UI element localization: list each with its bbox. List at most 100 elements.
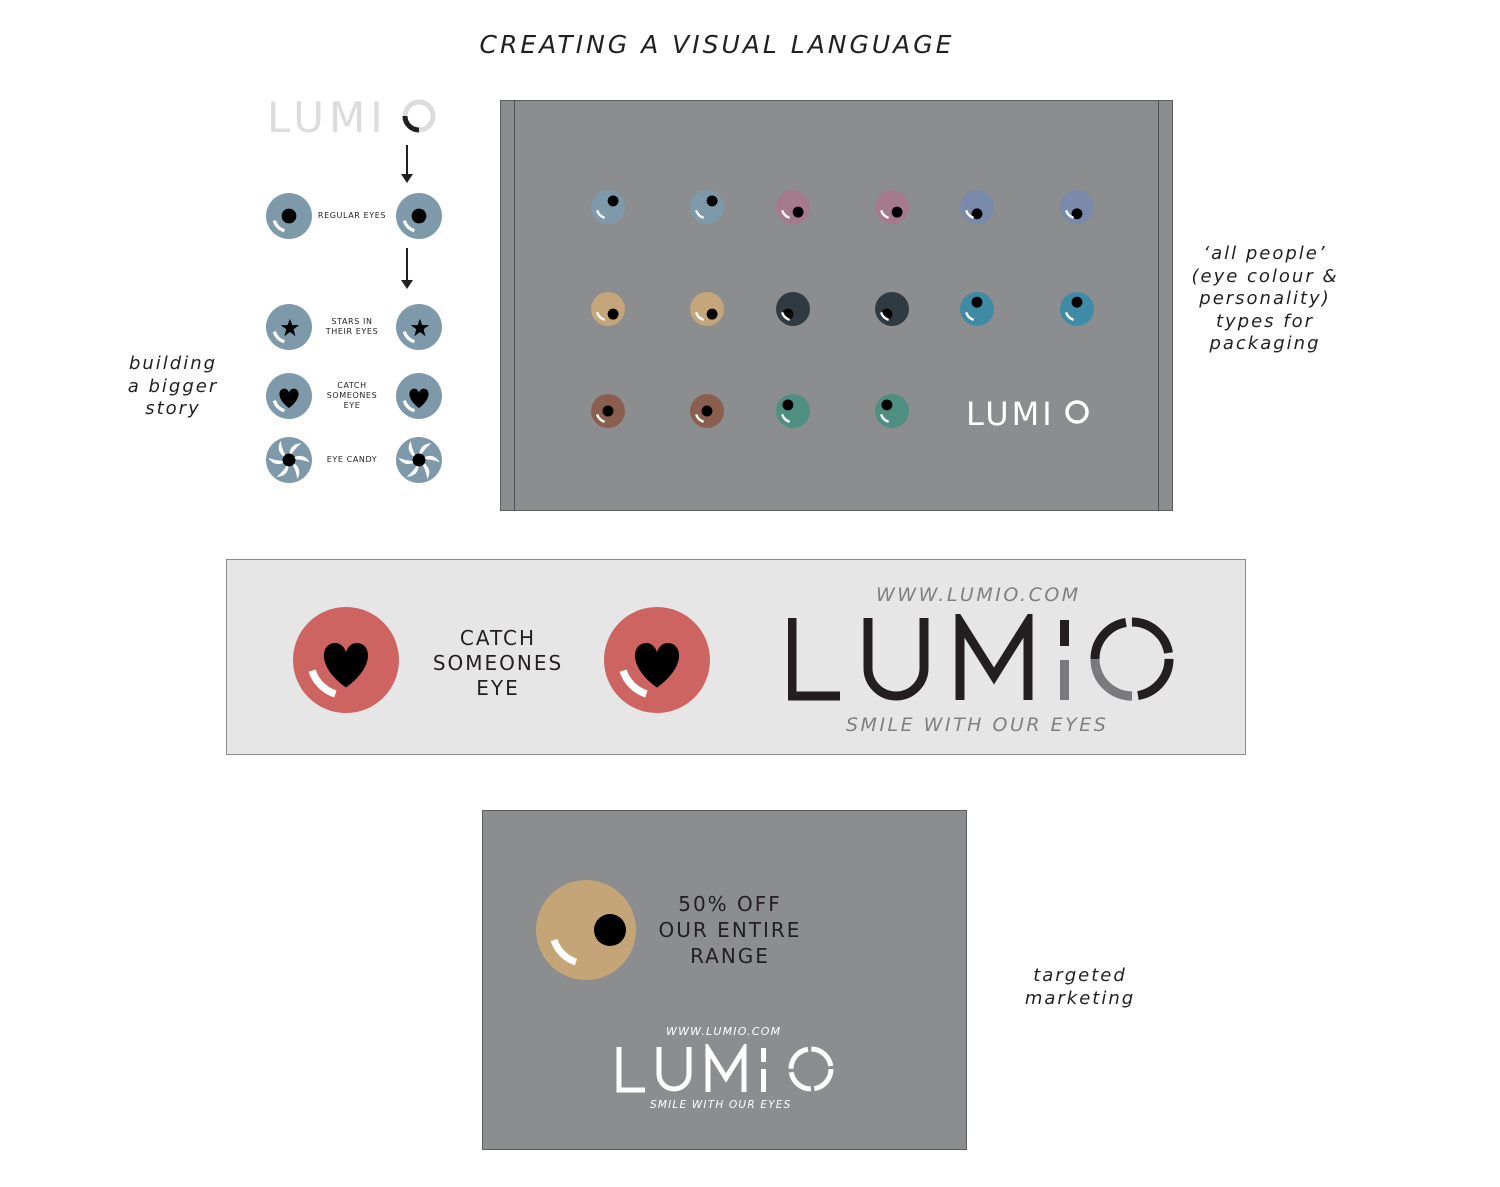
pupil bbox=[891, 206, 903, 218]
swirl-eye-icon bbox=[396, 437, 442, 483]
smile-arc bbox=[694, 209, 705, 220]
pupil bbox=[1071, 208, 1083, 220]
packaging-eye-icon bbox=[1060, 190, 1094, 228]
heart-pupil bbox=[279, 388, 299, 408]
label-line: SOMEONES bbox=[326, 391, 378, 400]
swirl-stripe bbox=[288, 443, 302, 460]
packaging-eye-icon bbox=[776, 394, 810, 428]
lumio-logo-dark bbox=[787, 606, 1174, 701]
packaging-eye-icon bbox=[690, 394, 724, 428]
smile-arc bbox=[1064, 209, 1075, 220]
swirl-stripe bbox=[419, 460, 430, 480]
pupil bbox=[594, 914, 626, 946]
regular-eye-icon bbox=[266, 193, 312, 243]
iris bbox=[591, 292, 625, 326]
logo-i-top bbox=[761, 1048, 766, 1062]
packaging-flap-right bbox=[1158, 100, 1173, 511]
heart-pupil bbox=[323, 643, 369, 688]
pupil bbox=[782, 399, 794, 411]
note-line: personality) bbox=[1199, 288, 1331, 309]
logo-l bbox=[616, 1047, 645, 1093]
label-line: CATCH bbox=[337, 381, 367, 390]
star-eye-icon bbox=[266, 304, 312, 354]
smile-arc bbox=[780, 209, 791, 220]
note-line: story bbox=[145, 398, 201, 419]
smile-arc bbox=[272, 219, 286, 233]
heart-eye-icon bbox=[604, 607, 710, 713]
packaging-eye-icon bbox=[875, 394, 909, 432]
pupil bbox=[607, 308, 619, 320]
heart-eye-icon bbox=[293, 607, 399, 717]
label-line: EYE CANDY bbox=[326, 455, 378, 464]
smile-arc bbox=[1064, 311, 1075, 322]
star-pupil bbox=[280, 318, 300, 337]
offer-line: RANGE bbox=[690, 944, 770, 968]
smile-arc bbox=[595, 209, 606, 220]
packaging-eye-icon bbox=[776, 292, 810, 330]
note-line: targeted bbox=[1033, 965, 1127, 986]
packaging-eye-icon bbox=[875, 292, 909, 326]
pupil bbox=[281, 208, 297, 224]
packaging-eye-icon bbox=[591, 394, 625, 428]
iris bbox=[776, 394, 810, 428]
packaging-eye-icon bbox=[776, 394, 810, 432]
packaging-eye-icon bbox=[690, 190, 724, 228]
heart-eye-icon bbox=[293, 607, 399, 713]
pupil bbox=[411, 208, 427, 224]
logo-text: LUMI bbox=[966, 396, 1055, 430]
note-line: building bbox=[128, 353, 218, 374]
smile-arc bbox=[272, 330, 286, 344]
pupil bbox=[881, 399, 893, 411]
smile-arc bbox=[272, 399, 286, 413]
packaging-eye-icon bbox=[591, 190, 625, 228]
note-line: types for bbox=[1215, 310, 1315, 332]
packaging-eye-icon bbox=[776, 190, 810, 224]
packaging-eye-icon bbox=[960, 190, 994, 228]
packaging-eye-icon bbox=[1060, 292, 1094, 330]
tagline-line: SOMEONES bbox=[432, 651, 564, 675]
arrowhead-2 bbox=[401, 280, 413, 289]
packaging-eye-icon bbox=[875, 190, 909, 228]
logo-u bbox=[656, 1047, 692, 1092]
packaging-flap-left bbox=[500, 100, 515, 511]
packaging-eye-icon bbox=[591, 292, 625, 326]
packaging-eye-icon bbox=[690, 394, 724, 432]
card-url: WWW.LUMIO.COM bbox=[666, 1025, 782, 1038]
swirl-stripe bbox=[289, 460, 300, 480]
heart-pupil bbox=[409, 388, 429, 408]
star-eye-icon bbox=[396, 304, 442, 350]
offer-line: OUR ENTIRE bbox=[658, 918, 802, 942]
tagline-line: EYE bbox=[476, 676, 520, 700]
story-row-label: EYE CANDY bbox=[316, 455, 388, 465]
note-line: a bigger bbox=[127, 375, 219, 397]
heart-eye-icon bbox=[266, 373, 312, 423]
lumio-logo-white: LUMI bbox=[966, 395, 1089, 433]
pupil bbox=[1071, 296, 1083, 308]
iris bbox=[690, 190, 724, 224]
swirl-stripe bbox=[406, 460, 420, 477]
smile-arc bbox=[694, 311, 705, 322]
pupil bbox=[971, 296, 983, 308]
heart-eye-icon bbox=[396, 373, 442, 423]
packaging-eye-icon bbox=[776, 292, 810, 326]
logo-u bbox=[863, 618, 929, 701]
star-eye-icon bbox=[266, 304, 312, 350]
note-line: packaging bbox=[1209, 333, 1321, 354]
iris bbox=[875, 394, 909, 428]
smile-arc bbox=[879, 209, 890, 220]
smile-arc bbox=[694, 413, 705, 424]
iris bbox=[776, 292, 810, 326]
packaging-eye-icon bbox=[960, 190, 994, 224]
pupil bbox=[602, 405, 614, 417]
pupil bbox=[701, 405, 713, 417]
arrow-down-1 bbox=[406, 145, 408, 175]
heart-pupil bbox=[634, 643, 680, 688]
smile-arc bbox=[550, 938, 578, 966]
iris bbox=[875, 190, 909, 224]
star-eye-icon bbox=[396, 304, 442, 354]
banner-url: WWW.LUMIO.COM bbox=[876, 584, 1081, 606]
swirl-eye-icon bbox=[396, 437, 442, 487]
iris bbox=[591, 190, 625, 224]
page-title: CREATING A VISUAL LANGUAGE bbox=[479, 30, 955, 59]
logo-o bbox=[1065, 400, 1089, 424]
